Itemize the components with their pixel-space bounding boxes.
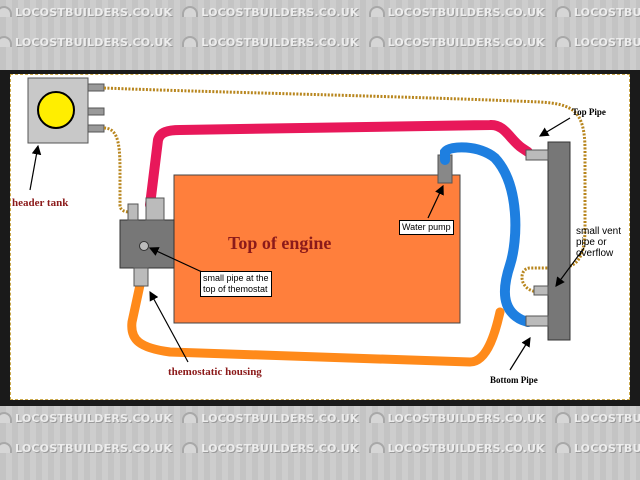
header-tank-arrow <box>29 144 42 191</box>
watermark-text: LOCOSTBUILDERS.CO.UK <box>0 442 172 455</box>
water-pump-label: Water pump <box>402 222 451 232</box>
watermark-text: LOCOSTBUILDERS.CO.UK <box>0 36 172 49</box>
watermark-text: LOCOSTBUILDERS.CO.UK <box>555 36 640 49</box>
watermark-row: LOCOSTBUILDERS.CO.UK LOCOSTBUILDERS.CO.UK… <box>0 442 640 458</box>
thermostat-label: themostatic housing <box>168 366 262 378</box>
thermostat-bottom-outlet <box>133 267 149 287</box>
radiator-bottom-outlet <box>525 315 549 327</box>
watermark-text: LOCOSTBUILDERS.CO.UK <box>555 442 640 455</box>
engine-block <box>173 174 461 324</box>
watermark-text: LOCOSTBUILDERS.CO.UK <box>555 412 640 425</box>
thermostat-outlet <box>145 197 165 221</box>
top-hose <box>145 120 533 210</box>
radiator-vent-outlet <box>533 285 549 296</box>
header-tank-nozzle-top <box>87 83 105 92</box>
small-pipe-label-line2: top of themostat <box>203 284 268 294</box>
watermark-band-bottom: LOCOSTBUILDERS.CO.UK LOCOSTBUILDERS.CO.UK… <box>0 406 640 480</box>
bottom-hose <box>127 280 505 367</box>
watermark-row: LOCOSTBUILDERS.CO.UK LOCOSTBUILDERS.CO.UK… <box>0 412 640 428</box>
water-pump-arrow <box>427 184 444 219</box>
vent-label-line1: small vent <box>576 226 622 237</box>
thermostat-small-outlet <box>127 203 139 221</box>
watermark-text: LOCOSTBUILDERS.CO.UK <box>182 6 358 19</box>
radiator-top-inlet <box>525 149 549 161</box>
watermark-text: LOCOSTBUILDERS.CO.UK <box>182 442 358 455</box>
watermark-band-top: LOCOSTBUILDERS.CO.UK LOCOSTBUILDERS.CO.UK… <box>0 0 640 70</box>
pump-hose <box>440 142 533 327</box>
header-tank-ball <box>37 91 75 129</box>
vent-label: small vent pipe or overflow <box>576 226 621 259</box>
vent-label-line3: overflow <box>576 248 614 259</box>
thermostat-arrow <box>149 290 189 363</box>
watermark-row: LOCOSTBUILDERS.CO.UK LOCOSTBUILDERS.CO.UK… <box>0 36 640 52</box>
top-pipe-label: Top Pipe <box>572 107 606 117</box>
watermark-row: LOCOSTBUILDERS.CO.UK LOCOSTBUILDERS.CO.UK… <box>0 6 640 22</box>
watermark-text: LOCOSTBUILDERS.CO.UK <box>182 412 358 425</box>
header-to-thermostat-pipe <box>103 126 131 214</box>
radiator <box>547 141 571 341</box>
small-pipe-port <box>139 241 149 251</box>
small-pipe-label-line1: small pipe at the <box>203 273 269 283</box>
watermark-text: LOCOSTBUILDERS.CO.UK <box>369 412 545 425</box>
vent-pipe <box>103 86 587 294</box>
header-tank-nozzle-low <box>87 124 105 133</box>
top-pipe-arrow <box>538 117 571 137</box>
header-tank-label: header tank <box>12 197 69 209</box>
small-pipe-label-box: small pipe at the top of themostat <box>200 271 272 297</box>
watermark-text: LOCOSTBUILDERS.CO.UK <box>369 442 545 455</box>
vent-label-line2: pipe or <box>576 237 607 248</box>
engine-label: Top of engine <box>228 233 332 253</box>
watermark-text: LOCOSTBUILDERS.CO.UK <box>0 6 172 19</box>
header-tank-nozzle-mid <box>87 107 105 116</box>
watermark-text: LOCOSTBUILDERS.CO.UK <box>369 6 545 19</box>
vent-arrow <box>555 247 585 287</box>
small-pipe-arrow <box>148 247 203 273</box>
bottom-pipe-arrow <box>509 336 531 371</box>
watermark-text: LOCOSTBUILDERS.CO.UK <box>0 412 172 425</box>
watermark-text: LOCOSTBUILDERS.CO.UK <box>182 36 358 49</box>
water-pump-label-box: Water pump <box>399 220 454 235</box>
bottom-pipe-label: Bottom Pipe <box>490 375 538 385</box>
watermark-text: LOCOSTBUILDERS.CO.UK <box>555 6 640 19</box>
watermark-text: LOCOSTBUILDERS.CO.UK <box>369 36 545 49</box>
